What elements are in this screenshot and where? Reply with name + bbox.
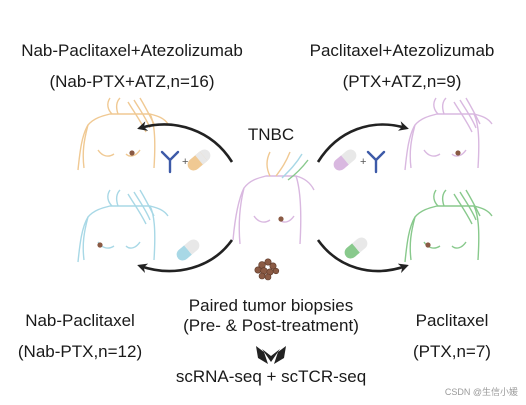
torso-top-left xyxy=(77,97,169,171)
torso-top-right xyxy=(404,97,493,171)
group-detail-nab-ptx: (Nab-PTX,n=12) xyxy=(17,342,143,361)
down-arrows-icon xyxy=(256,346,286,364)
torso-center-tnbc xyxy=(232,151,315,245)
torso-bottom-left xyxy=(77,189,169,263)
arrow-to-bottom-left xyxy=(137,239,234,273)
capsule-icon-nab-ptx-atz xyxy=(187,149,211,171)
group-detail-nab-ptx-atz: (Nab-PTX+ATZ,n=16) xyxy=(49,72,215,91)
tumor-biopsy-icon xyxy=(254,258,280,281)
capsule-icon-ptx xyxy=(344,237,368,259)
torso-bottom-right xyxy=(404,189,493,263)
plus-icon: + xyxy=(360,156,366,168)
group-detail-ptx-atz: (PTX+ATZ,n=9) xyxy=(342,72,462,91)
arrow-to-bottom-right xyxy=(316,239,409,274)
capsule-icon-ptx-atz xyxy=(333,149,357,171)
antibody-icon xyxy=(366,150,386,174)
group-title-nab-ptx-atz: Nab-Paclitaxel+Atezolizumab xyxy=(21,41,243,60)
group-title-ptx: Paclitaxel xyxy=(415,311,489,330)
watermark: CSDN @生信小媛 xyxy=(444,387,518,397)
capsule-icon-nab-ptx xyxy=(176,239,200,261)
group-title-ptx-atz: Paclitaxel+Atezolizumab xyxy=(309,41,495,60)
arrow-to-top-left xyxy=(137,121,234,163)
biopsy-label-line1: Paired tumor biopsies xyxy=(188,296,354,315)
plus-icon: + xyxy=(182,156,188,168)
assay-label: scRNA-seq + scTCR-seq xyxy=(175,367,367,386)
arrow-to-top-right xyxy=(316,121,409,163)
biopsy-label-line2: (Pre- & Post-treatment) xyxy=(183,316,359,335)
antibody-icon xyxy=(160,150,180,174)
group-title-nab-ptx: Nab-Paclitaxel xyxy=(25,311,135,330)
disease-label: TNBC xyxy=(247,125,295,144)
group-detail-ptx: (PTX,n=7) xyxy=(413,342,491,361)
